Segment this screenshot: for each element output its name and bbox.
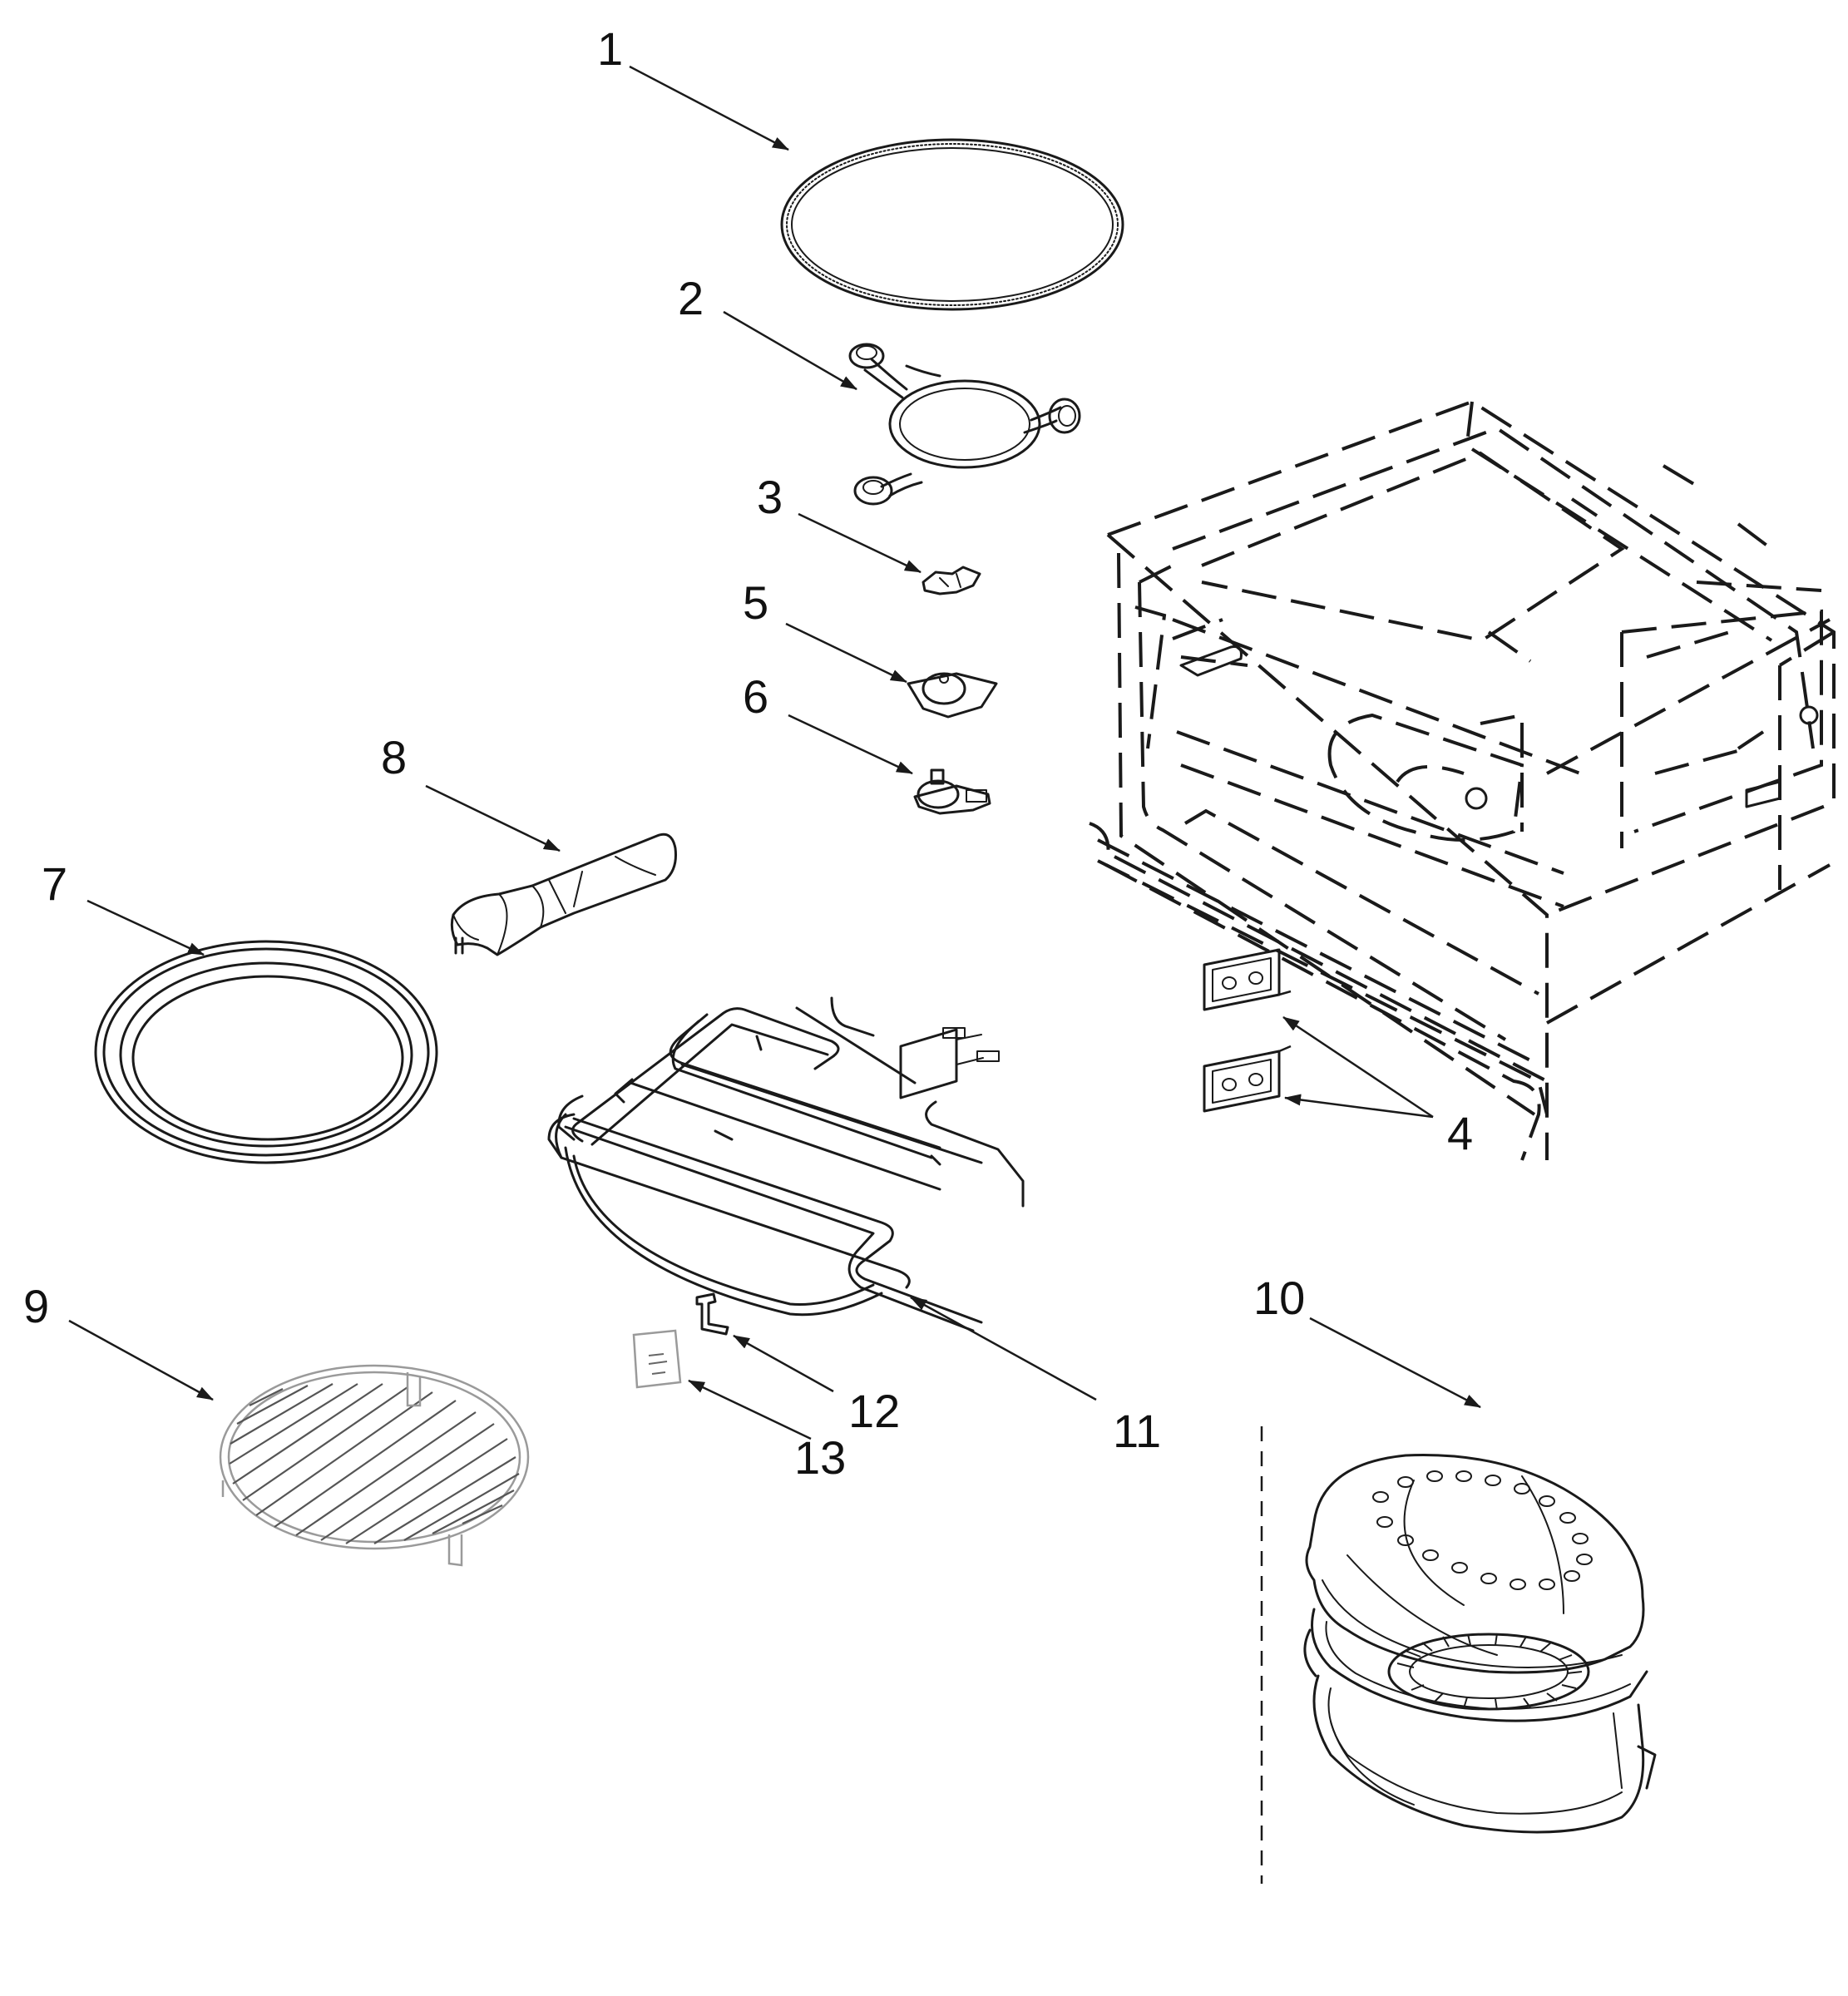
leader-arrow-6: [788, 714, 913, 775]
callout-5: 5: [743, 576, 768, 629]
callout-9: 9: [23, 1280, 49, 1332]
heating-element-icon: [547, 996, 1025, 1332]
callout-7: 7: [42, 857, 67, 910]
steamer-cookware-icon: [1260, 1426, 1657, 1884]
leader-arrow-2: [723, 310, 857, 391]
oven-cavity-icon: [1089, 399, 1836, 1161]
leader-arrow-4b: [1284, 1094, 1434, 1119]
leader-arrows: [68, 65, 1481, 1440]
callout-11: 11: [1113, 1405, 1161, 1457]
callout-10: 10: [1253, 1272, 1305, 1324]
callout-2: 2: [678, 272, 704, 324]
turntable-ring-icon: [780, 138, 1124, 311]
callout-1: 1: [597, 22, 623, 75]
leader-arrow-3: [798, 512, 922, 574]
motor-icon: [907, 672, 998, 719]
wire-rack-icon: [219, 1364, 530, 1567]
motor-icon: [913, 768, 991, 815]
callout-8: 8: [381, 731, 407, 783]
callout-4: 4: [1447, 1107, 1473, 1159]
leader-arrow-10: [1309, 1317, 1481, 1409]
callout-labels: 1 2 3 4 5 6 7 8 9 10 11 12 13: [23, 22, 1473, 1484]
roller-support-icon: [848, 343, 1081, 506]
pad-icon: [1203, 1050, 1281, 1113]
pad-icon: [1203, 948, 1281, 1011]
callout-3: 3: [757, 471, 783, 523]
coupler-icon: [922, 566, 981, 595]
handle-icon: [450, 832, 677, 956]
leader-arrow-8: [425, 784, 561, 852]
leader-arrow-7: [86, 899, 205, 956]
leader-arrow-4a: [1282, 1015, 1434, 1119]
bracket-icon: [695, 1292, 729, 1336]
leader-arrow-13: [688, 1379, 812, 1440]
leader-arrow-1: [629, 65, 789, 151]
leader-arrow-9: [68, 1319, 214, 1401]
glass-tray-icon: [94, 940, 438, 1164]
leader-arrow-12: [733, 1334, 834, 1393]
leader-arrow-5: [785, 622, 907, 684]
label-icon: [632, 1329, 682, 1389]
leader-arrow-11: [910, 1296, 1097, 1401]
callout-13: 13: [794, 1431, 846, 1484]
callout-12: 12: [848, 1385, 900, 1437]
vent-holes: [1372, 1470, 1593, 1590]
callout-6: 6: [743, 670, 768, 723]
